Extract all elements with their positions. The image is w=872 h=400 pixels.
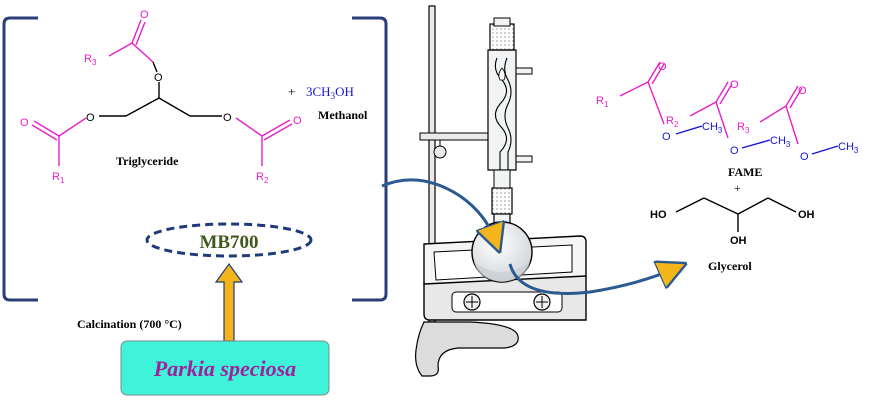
glycerol-label: Glycerol [708,259,752,273]
catalyst-label: MB700 [199,232,258,253]
triglyceride-label: Triglyceride [116,154,179,168]
fame3-methyl: CH3 [838,141,859,155]
methanol-label: Methanol [318,108,368,122]
source-label: Parkia speciosa [153,356,296,381]
triglyceride-ester-oxygen-top: O [154,72,163,84]
arrow-to-flask [381,178,496,242]
left-bracket [2,16,38,302]
glycerol-oh-right: OH [798,209,815,221]
fame3-r3-label: R3 [737,121,750,135]
glycerol-ho-left: HO [650,209,667,221]
triglyceride-left-oxygen: O [20,117,29,129]
reflux-apparatus [415,5,587,377]
fame1-oxygen: O [658,61,667,73]
calcination-up-arrow [214,262,244,342]
triglyceride-ester-oxygen-left: O [86,112,95,124]
source-box [120,340,330,396]
triglyceride-ester-oxygen-right: O [223,112,232,124]
glycerol-structure [675,197,797,232]
methanol-formula: 3CH3OH [306,84,354,101]
arrow-to-products [508,264,676,295]
fame-plus: + [734,181,741,195]
triglyceride-top-oxygen: O [140,9,149,21]
calcination-label: Calcination (700 °C) [77,317,182,331]
triglyceride-r1-label: R1 [52,171,65,185]
fame1-ester-oxygen: O [662,131,671,143]
clamp-knob [433,145,447,159]
stand-base [415,321,519,377]
fame2-oxygen: O [730,79,739,91]
glycerol-oh-bottom: OH [730,235,747,247]
methanol-plus: + [288,84,295,99]
right-bracket [352,16,388,302]
triglyceride-r3-label: R3 [84,53,97,67]
fame2-ester-oxygen: O [730,145,739,157]
triglyceride-right-oxygen: O [293,115,302,127]
fame2-r2-label: R2 [666,115,679,129]
triglyceride-r2-label: R2 [256,171,269,185]
clamp-arm [419,132,493,141]
triglyceride-structure [31,19,293,166]
fame3-ester-oxygen: O [800,151,809,163]
fame2-methyl: CH3 [770,135,791,149]
fame1-r1-label: R1 [596,95,609,109]
fame-structures [619,61,839,155]
catalyst-ellipse [145,222,313,258]
flask-neck-joint [491,187,513,215]
fame3-oxygen: O [798,85,807,97]
fame1-methyl: CH3 [702,121,723,135]
fame-label: FAME [728,165,762,179]
top-stopper [489,23,515,51]
